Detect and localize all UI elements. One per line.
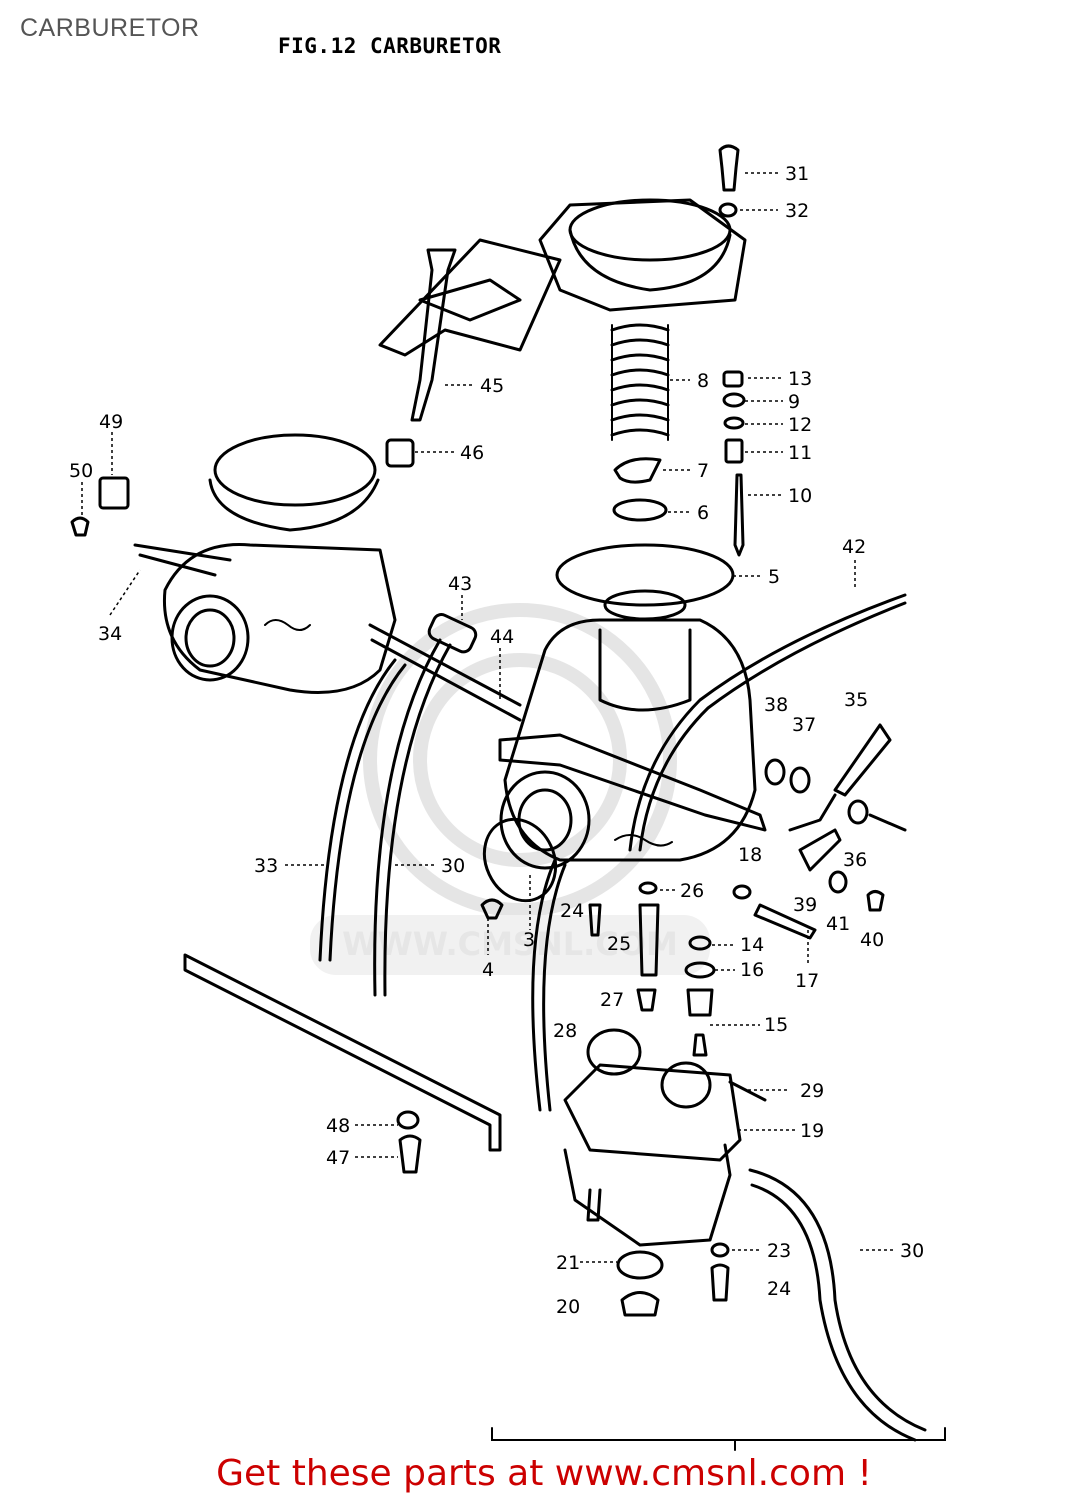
small-parts-stack bbox=[722, 370, 746, 464]
callout-10: 10 bbox=[788, 485, 812, 507]
callout-3: 3 bbox=[523, 929, 535, 951]
callout-42: 42 bbox=[842, 536, 866, 558]
callout-45: 45 bbox=[480, 375, 504, 397]
watermark-text: WWW.CMSNL.COM bbox=[342, 925, 678, 963]
screw-part-24-lower bbox=[710, 1263, 730, 1302]
callout-40: 40 bbox=[860, 929, 884, 951]
footer-link[interactable]: Get these parts at www.cmsnl.com ! bbox=[216, 1453, 872, 1494]
callout-12: 12 bbox=[788, 414, 812, 436]
hose-part-30-right bbox=[748, 1168, 927, 1442]
callout-33: 33 bbox=[254, 855, 278, 877]
callout-34: 34 bbox=[98, 623, 122, 645]
callout-50: 50 bbox=[69, 460, 93, 482]
callout-28: 28 bbox=[553, 1020, 577, 1042]
hose-part-30-left bbox=[373, 638, 452, 997]
clip-part-7 bbox=[613, 457, 662, 484]
ring-part-21 bbox=[616, 1250, 664, 1280]
shaft-part-44 bbox=[368, 623, 522, 722]
callout-27: 27 bbox=[600, 989, 624, 1011]
bracket-part-49 bbox=[98, 476, 130, 510]
callout-21: 21 bbox=[556, 1252, 580, 1274]
needle-part-10 bbox=[733, 473, 745, 557]
washer-part-48 bbox=[396, 1110, 420, 1130]
carb-top-cover-right bbox=[538, 198, 747, 312]
callout-17: 17 bbox=[795, 970, 819, 992]
callout-9: 9 bbox=[788, 391, 800, 413]
mounting-strap bbox=[183, 953, 502, 1152]
figure-title: FIG.12 CARBURETOR bbox=[278, 34, 502, 58]
callout-49: 49 bbox=[99, 411, 123, 433]
callout-14: 14 bbox=[740, 934, 764, 956]
callout-19: 19 bbox=[800, 1120, 824, 1142]
cap-part-3 bbox=[482, 817, 558, 903]
plug-part-20 bbox=[620, 1291, 660, 1317]
mounting-bracket-plate bbox=[378, 238, 562, 357]
callout-36: 36 bbox=[843, 849, 867, 871]
callout-5: 5 bbox=[768, 566, 780, 588]
callout-11: 11 bbox=[788, 442, 812, 464]
leader-lines bbox=[81, 172, 895, 1263]
carb-body-right bbox=[498, 543, 767, 870]
callout-16: 16 bbox=[740, 959, 764, 981]
callout-30-right: 30 bbox=[900, 1240, 924, 1262]
callout-39: 39 bbox=[793, 894, 817, 916]
callout-35: 35 bbox=[844, 689, 868, 711]
throttle-linkage-right bbox=[753, 723, 907, 940]
callout-25: 25 bbox=[607, 933, 631, 955]
callout-13: 13 bbox=[788, 368, 812, 390]
callout-18: 18 bbox=[738, 844, 762, 866]
page-label: CARBURETOR bbox=[20, 14, 200, 42]
hose-part-42 bbox=[628, 593, 907, 852]
callout-26: 26 bbox=[680, 880, 704, 902]
callout-38: 38 bbox=[764, 694, 788, 716]
jets-column bbox=[588, 881, 752, 1057]
assembly-bracket-line bbox=[491, 1427, 946, 1451]
callout-4: 4 bbox=[482, 959, 494, 981]
callout-43: 43 bbox=[448, 573, 472, 595]
screw-part-50 bbox=[70, 516, 90, 537]
hose-center bbox=[531, 858, 567, 1112]
callout-29: 29 bbox=[800, 1080, 824, 1102]
callout-48: 48 bbox=[326, 1115, 350, 1137]
washer-part-32 bbox=[718, 202, 738, 218]
callout-32: 32 bbox=[785, 200, 809, 222]
callout-46: 46 bbox=[460, 442, 484, 464]
rod-part-45 bbox=[410, 248, 457, 422]
callout-24-upper: 24 bbox=[560, 900, 584, 922]
callout-30-left: 30 bbox=[441, 855, 465, 877]
callout-8: 8 bbox=[697, 370, 709, 392]
callout-31: 31 bbox=[785, 163, 809, 185]
callout-47: 47 bbox=[326, 1147, 350, 1169]
tube-part-43 bbox=[427, 613, 478, 654]
carb-body-left bbox=[162, 433, 397, 694]
callout-6: 6 bbox=[697, 502, 709, 524]
callout-24-lower: 24 bbox=[767, 1278, 791, 1300]
bolt-part-47 bbox=[398, 1134, 422, 1174]
callout-7: 7 bbox=[697, 460, 709, 482]
callout-44: 44 bbox=[490, 626, 514, 648]
washer-part-23 bbox=[710, 1242, 730, 1258]
collar-part-46 bbox=[385, 438, 415, 468]
spring-part-8 bbox=[610, 323, 670, 441]
callout-37: 37 bbox=[792, 714, 816, 736]
screw-part-31 bbox=[718, 144, 740, 192]
callout-20: 20 bbox=[556, 1296, 580, 1318]
float-bowl bbox=[563, 1028, 767, 1247]
callout-23: 23 bbox=[767, 1240, 791, 1262]
linkage-part-34 bbox=[133, 543, 232, 577]
callout-41: 41 bbox=[826, 913, 850, 935]
hose-part-33 bbox=[318, 658, 407, 962]
screw-part-4 bbox=[480, 898, 504, 920]
washer-part-6 bbox=[612, 498, 668, 522]
callout-15: 15 bbox=[764, 1014, 788, 1036]
